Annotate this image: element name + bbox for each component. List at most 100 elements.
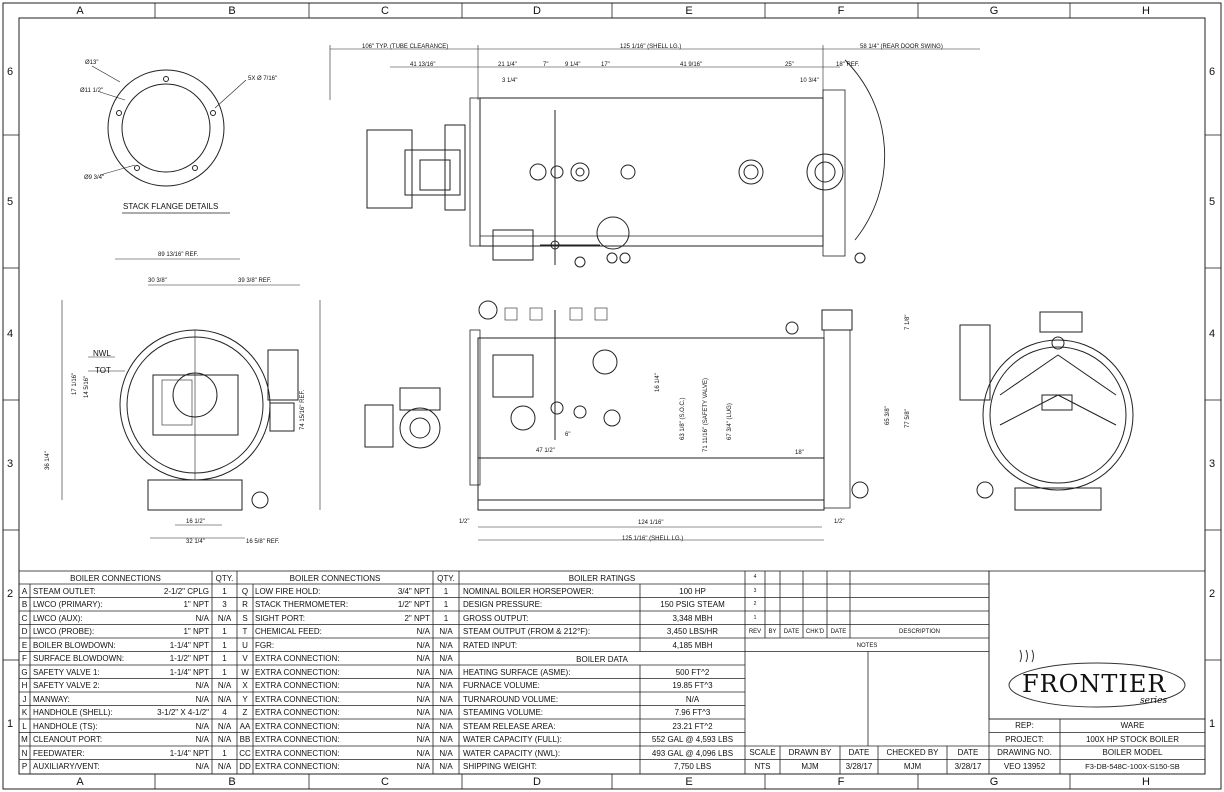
top-d-c: 7" [543, 62, 549, 68]
zone-row-6: 6 [7, 66, 14, 78]
connection-name: MANWAY: [33, 694, 70, 704]
zone-col-a-bottom: A [76, 776, 84, 788]
boiler-data-value: 552 GAL @ 4,593 LBS [651, 735, 734, 744]
connection-size: 1-1/2" NPT [169, 654, 209, 663]
scale-value: NTS [754, 762, 771, 771]
connection-code: F [22, 654, 27, 663]
boiler-data-name: TURNAROUND VOLUME: [463, 694, 559, 704]
connection-code: V [242, 654, 248, 663]
boiler-data-name: SHIPPING WEIGHT: [463, 762, 537, 771]
connection-name: CLEANOUT PORT: [33, 735, 103, 744]
rating-value: 3,348 MBH [672, 613, 713, 623]
front-view-drawing [61, 258, 321, 539]
connections-right-qty-header: QTY. [437, 574, 455, 583]
connection-qty: 1 [222, 667, 227, 677]
boiler-data-value: 500 FT^2 [675, 667, 710, 677]
front-h-total: 74 15/16" REF. [300, 389, 306, 430]
connection-qty: 1 [222, 586, 227, 596]
connection-size: N/A [195, 721, 209, 731]
zone-col-f-bottom: F [837, 776, 845, 788]
front-w-right: 39 3/8" REF. [238, 278, 272, 284]
connection-size: N/A [416, 640, 430, 650]
top-d-i: 3 1/4" [502, 78, 518, 84]
connection-size: 1-1/4" NPT [169, 667, 209, 677]
side-d47: 47 1/2" [536, 448, 555, 454]
model-number: F3-DB-548C-100X-S150-SB [1085, 762, 1180, 771]
connection-code: N [21, 748, 28, 758]
connection-size: 1" NPT [183, 627, 209, 636]
connection-code: Y [242, 694, 248, 704]
flange-d1: Ø13" [85, 60, 99, 66]
zone-col-h-bottom: H [1142, 776, 1150, 788]
connection-code: L [22, 721, 27, 731]
frontier-logo-art [1008, 649, 1186, 708]
drawing-no-label: DRAWING NO. [997, 748, 1052, 757]
boiler-data-value: 23.21 FT^2 [672, 721, 713, 731]
connection-size: 1-1/4" NPT [169, 640, 209, 650]
connection-size: N/A [416, 748, 430, 758]
side-left-off: 1/2" [459, 519, 470, 525]
connection-code: C [21, 613, 28, 623]
connection-code: P [21, 762, 28, 771]
boiler-data-value: N/A [685, 694, 700, 704]
boiler-data-header: BOILER DATA [576, 655, 628, 664]
rating-name: GROSS OUTPUT: [463, 613, 529, 623]
connection-qty: N/A [439, 694, 453, 704]
boiler-data-name: HEATING SURFACE (ASME): [463, 667, 571, 677]
project-value: 100X HP STOCK BOILER [1085, 735, 1180, 744]
project-label: PROJECT: [1005, 735, 1044, 744]
connection-name: FGR: [255, 640, 275, 650]
date1-value: 3/28/17 [845, 762, 873, 771]
rating-value: 4,185 MBH [672, 640, 713, 650]
rev-col-by: BY [768, 629, 777, 635]
connection-qty: N/A [439, 708, 453, 717]
connection-name: EXTRA CONNECTION: [255, 654, 340, 663]
connection-size: N/A [416, 708, 430, 717]
connection-name: EXTRA CONNECTION: [255, 762, 340, 771]
zone-row-2: 2 [7, 588, 14, 600]
connection-name: STEAM OUTLET: [33, 586, 96, 596]
connection-name: HANDHOLE (SHELL): [33, 708, 113, 717]
rev-col-description: DESCRIPTION [898, 629, 940, 635]
connection-qty: N/A [217, 681, 232, 690]
zone-col-b: B [228, 5, 236, 17]
rating-name: DESIGN PRESSURE: [463, 600, 543, 609]
connection-size: 1/2" NPT [397, 600, 430, 609]
connection-name: EXTRA CONNECTION: [255, 667, 340, 677]
connection-name: FEEDWATER: [33, 748, 85, 758]
side-shell-lg: 125 1/16" (SHELL LG.) [622, 536, 684, 542]
connection-code: Z [242, 708, 248, 717]
zone-col-b-bottom: B [228, 776, 236, 788]
rating-value: 100 HP [679, 586, 706, 596]
connection-size: N/A [416, 762, 430, 771]
side-d18: 18" [795, 450, 804, 456]
connection-size: 3/4" NPT [397, 586, 430, 596]
flange-d3: Ø9 3/4" [84, 175, 105, 181]
connection-code: K [21, 708, 28, 717]
zone-row-1: 1 [7, 718, 14, 730]
tot-label: TOT [95, 366, 111, 375]
date2-value: 3/28/17 [954, 762, 982, 771]
zone-col-c-bottom: C [381, 776, 389, 788]
connection-qty: N/A [439, 762, 453, 771]
connection-code: S [242, 613, 248, 623]
top-d-g: 25" [785, 62, 794, 68]
side-inner: 124 1/16" [638, 520, 664, 526]
connection-qty: 3 [222, 600, 227, 609]
flange-holes: 5X Ø 7/16" [248, 76, 278, 82]
side-h65: 65 3/8" [885, 406, 891, 425]
top-d-d: 9 1/4" [565, 62, 581, 68]
connection-qty: N/A [217, 762, 232, 771]
side-h7: 7 1/8" [905, 314, 911, 330]
zone-col-c: C [381, 5, 389, 17]
rev-col-date2: DATE [830, 629, 847, 635]
top-rear-door: 58 1/4" (REAR DOOR SWING) [860, 44, 943, 50]
front-w-left: 30 3/8" [148, 278, 167, 284]
boiler-data-value: 7.96 FT^3 [674, 708, 711, 717]
zone-row-3-right: 3 [1209, 458, 1216, 470]
connection-code: X [242, 681, 248, 690]
rating-name: RATED INPUT: [463, 640, 518, 650]
side-soc: 63 1/8" (S.O.C.) [680, 397, 686, 440]
top-d-h: 18" REF. [836, 62, 860, 68]
flange-d2: Ø11 1/2" [80, 88, 104, 94]
